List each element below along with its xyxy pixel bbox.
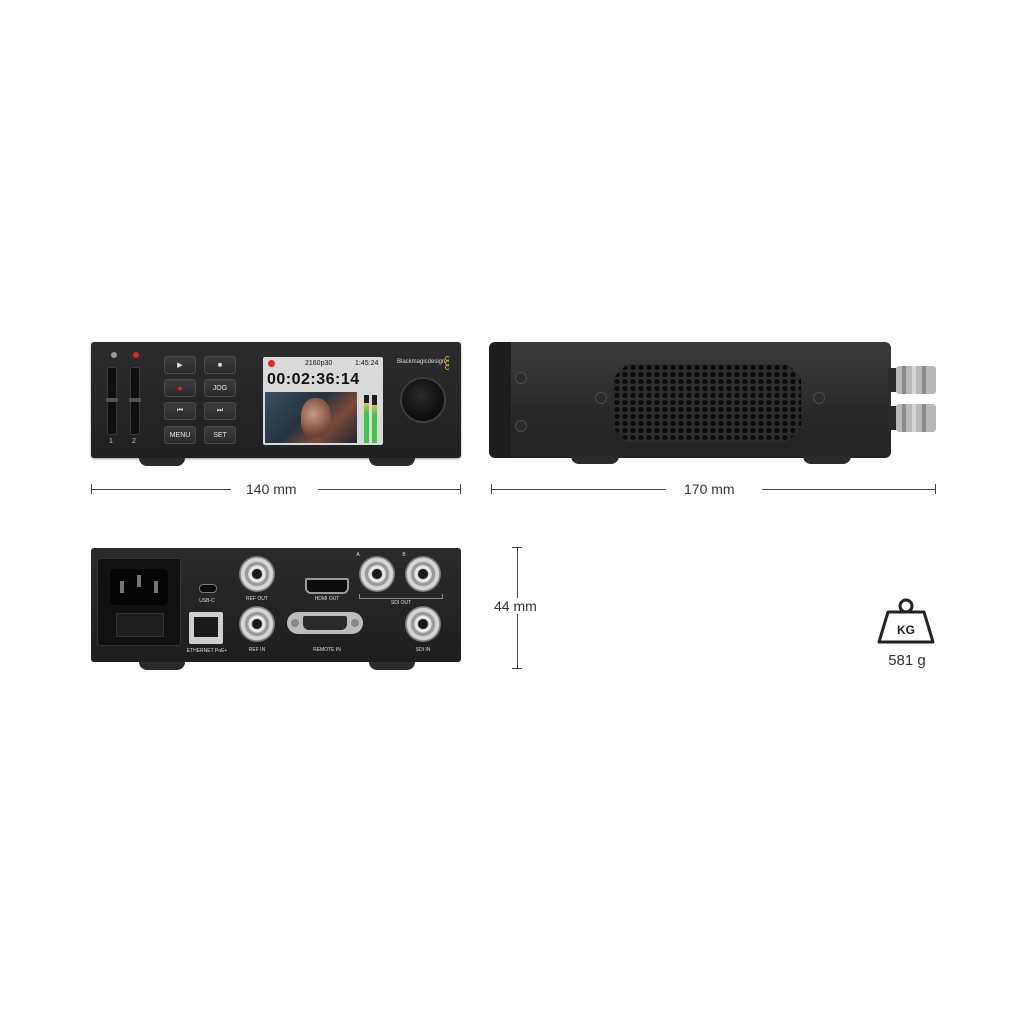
lcd-screen: 2160p30 1:45:24 00:02:36:14 — [263, 357, 383, 445]
remaining-time: 1:45:24 — [355, 360, 379, 367]
depth-dimension-tick-right — [935, 484, 936, 494]
status-led-2 — [133, 352, 139, 358]
sdi-out-a-connector — [359, 556, 395, 592]
usb-c-label: USB-C — [199, 598, 215, 604]
height-dimension-label: 44 mm — [492, 598, 539, 614]
stop-button: ■ — [204, 356, 236, 374]
weight-icon — [877, 598, 935, 644]
lcd-status-bar: 2160p30 1:45:24 — [263, 357, 383, 371]
sdi-in-connector — [405, 606, 441, 642]
width-dimension-label: 140 mm — [246, 481, 297, 497]
depth-dimension-line-left — [491, 489, 666, 490]
height-dimension-tick-bottom — [512, 668, 522, 669]
depth-dimension-label: 170 mm — [684, 481, 735, 497]
record-button: ● — [164, 379, 196, 397]
brand-logo-icon — [445, 356, 449, 370]
width-dimension-line-right — [318, 489, 461, 490]
power-inlet — [97, 558, 181, 646]
sdi-a-label: A — [356, 552, 360, 558]
timecode-display: 00:02:36:14 — [267, 371, 360, 388]
audio-meter-left — [364, 395, 369, 443]
ventilation-grill — [613, 364, 801, 442]
remote-in-label: REMOTE IN — [313, 647, 341, 653]
screw-icon — [813, 392, 825, 404]
ethernet-label: ETHERNET PoE+ — [186, 648, 228, 654]
ref-out-label: REF OUT — [246, 596, 268, 602]
fader-2 — [129, 367, 141, 435]
width-dimension-line-left — [91, 489, 231, 490]
weight-unit-badge: KG — [897, 623, 915, 637]
rear-foot-right — [369, 662, 415, 670]
remote-in-port — [287, 612, 363, 634]
menu-button: MENU — [164, 426, 196, 444]
bnc-connectors-side — [888, 366, 936, 432]
side-foot-left — [571, 456, 619, 464]
hdmi-port — [305, 578, 349, 594]
rear-foot-left — [139, 662, 185, 670]
ref-in-label: REF IN — [248, 647, 266, 653]
side-foot-right — [803, 456, 851, 464]
front-foot-right — [369, 458, 415, 466]
rear-panel-view: USB-C ETHERNET PoE+ REF OUT REF IN HDMI … — [91, 548, 461, 670]
hdmi-out-label: HDMI OUT — [314, 596, 340, 602]
play-button: ▶ — [164, 356, 196, 374]
front-foot-left — [139, 458, 185, 466]
video-preview-image — [265, 392, 357, 443]
video-format: 2160p30 — [305, 360, 333, 367]
screw-icon — [595, 392, 607, 404]
jog-button: JOG — [204, 379, 236, 397]
next-button: ⏭ — [204, 402, 236, 420]
side-view — [489, 342, 891, 464]
record-indicator-icon — [268, 360, 275, 367]
depth-dimension-line-right — [762, 489, 936, 490]
ethernet-port — [189, 612, 223, 644]
front-panel-view: 1 2 ▶ ■ ● JOG ⏮ ⏭ MENU SET 2160p30 1:45:… — [91, 342, 461, 466]
channel-label-1: 1 — [109, 438, 113, 445]
brand-logo-text: Blackmagicdesign — [397, 359, 446, 365]
ref-in-connector — [239, 606, 275, 642]
side-front-cap — [489, 342, 511, 458]
width-dimension-tick-right — [460, 484, 461, 494]
channel-label-2: 2 — [132, 438, 136, 445]
previous-button: ⏮ — [164, 402, 196, 420]
jog-wheel-knob — [400, 377, 446, 423]
screw-icon — [515, 420, 527, 432]
sdi-out-bracket — [359, 594, 443, 599]
sdi-in-label: SDI IN — [415, 647, 431, 653]
sdi-out-b-connector — [405, 556, 441, 592]
weight-value: 581 g — [888, 652, 926, 669]
fader-1 — [106, 367, 118, 435]
status-led-1 — [111, 352, 117, 358]
set-button: SET — [204, 426, 236, 444]
sdi-out-label: SDI OUT — [390, 600, 412, 606]
audio-meter-right — [372, 395, 377, 443]
sdi-b-label: B — [402, 552, 406, 558]
screw-icon — [515, 372, 527, 384]
usb-c-port — [199, 584, 217, 593]
ref-out-connector — [239, 556, 275, 592]
